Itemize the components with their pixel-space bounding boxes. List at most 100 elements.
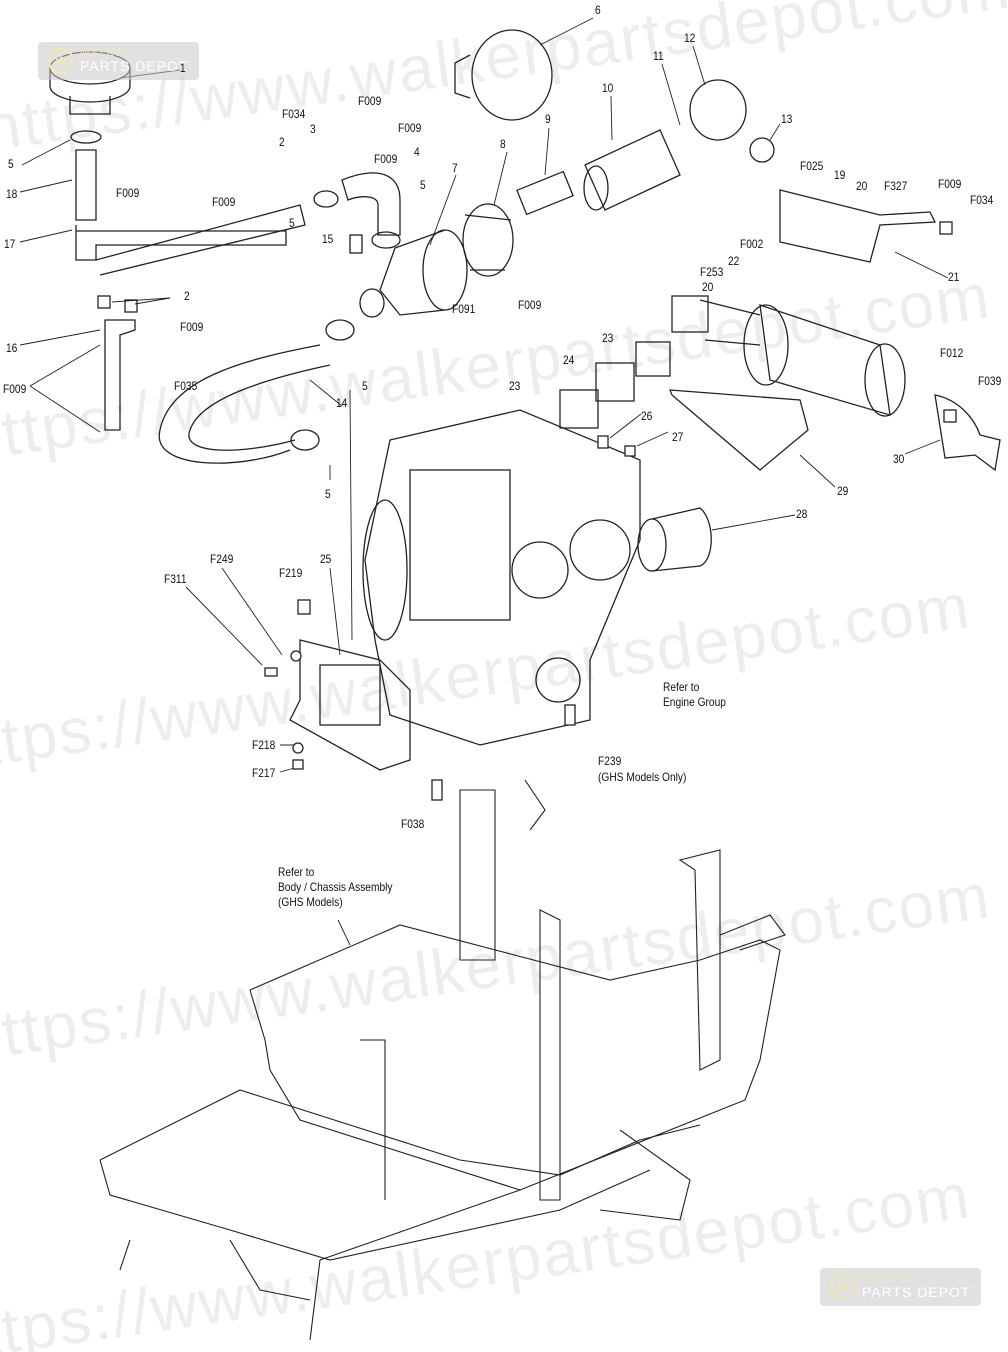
fasteners bbox=[264, 221, 957, 801]
callout: 17 bbox=[4, 237, 16, 251]
callout: 16 bbox=[6, 341, 18, 355]
callout: F034 bbox=[970, 193, 994, 207]
callout: 14 bbox=[336, 396, 348, 410]
logo-line1: WALKER bbox=[80, 47, 134, 59]
callout: 2 bbox=[279, 135, 285, 149]
callout: F239 bbox=[598, 754, 622, 768]
ghs-only-note: (GHS Models Only) bbox=[598, 770, 687, 784]
callout: F327 bbox=[884, 179, 908, 193]
exhaust-tip bbox=[934, 394, 1001, 472]
callout: F009 bbox=[518, 298, 542, 312]
callout: 26 bbox=[641, 409, 653, 423]
callout: F091 bbox=[452, 302, 476, 316]
callout: F249 bbox=[210, 552, 234, 566]
breather-tube bbox=[75, 149, 306, 276]
callout: F002 bbox=[740, 237, 764, 251]
logo-mark-icon: W bbox=[48, 48, 74, 74]
callout: F009 bbox=[374, 152, 398, 166]
filter-element bbox=[583, 129, 681, 211]
muffler bbox=[699, 299, 906, 417]
muffler-bracket bbox=[779, 189, 937, 263]
callout: 5 bbox=[325, 487, 331, 501]
callout: 20 bbox=[702, 280, 714, 294]
pre-cleaner bbox=[516, 170, 574, 216]
engine bbox=[362, 409, 641, 746]
callout: 5 bbox=[8, 157, 14, 171]
callout: 5 bbox=[362, 379, 368, 393]
gaskets bbox=[559, 295, 709, 429]
logo-line1: WALKER bbox=[862, 1273, 916, 1285]
callout: 19 bbox=[834, 168, 846, 182]
callout: 6 bbox=[595, 3, 601, 17]
callout: 2 bbox=[184, 289, 190, 303]
callout: 5 bbox=[289, 216, 295, 230]
callout: F218 bbox=[252, 738, 276, 752]
bracket bbox=[97, 295, 138, 431]
callout: 15 bbox=[322, 232, 334, 246]
callout: F035 bbox=[174, 379, 198, 393]
callout: 22 bbox=[728, 254, 740, 268]
elbow-hose bbox=[341, 172, 401, 236]
callout: F009 bbox=[358, 94, 382, 108]
callout: 1 bbox=[180, 61, 186, 75]
note-line: Refer to bbox=[663, 680, 700, 694]
callout: 24 bbox=[563, 353, 575, 367]
callout: F009 bbox=[3, 382, 27, 396]
callout: F039 bbox=[978, 374, 1002, 388]
callout: 11 bbox=[653, 49, 664, 63]
callout: 30 bbox=[893, 452, 905, 466]
callout: F009 bbox=[212, 195, 236, 209]
callout: 9 bbox=[545, 112, 551, 126]
callout: 12 bbox=[684, 31, 696, 45]
callout: F034 bbox=[282, 107, 306, 121]
note-line: Refer to bbox=[278, 865, 315, 879]
callout: 18 bbox=[6, 187, 18, 201]
hose-clamp bbox=[70, 130, 102, 144]
logo-mark-icon: W bbox=[830, 1274, 856, 1300]
callout: F311 bbox=[164, 572, 187, 586]
engine-group-note: Refer to Engine Group bbox=[663, 680, 726, 710]
callout: 10 bbox=[602, 81, 614, 95]
note-line: Engine Group bbox=[663, 695, 726, 709]
callout: F217 bbox=[252, 766, 276, 780]
logo-line2: PARTS DEPOT bbox=[862, 1283, 971, 1300]
hose-clamp bbox=[290, 190, 401, 451]
callout: F009 bbox=[398, 121, 422, 135]
oil-filter bbox=[637, 507, 712, 572]
callout: 4 bbox=[414, 145, 420, 159]
callout: 29 bbox=[837, 484, 849, 498]
callout: 20 bbox=[856, 179, 868, 193]
callout: 23 bbox=[602, 331, 614, 345]
callout: 13 bbox=[781, 112, 793, 126]
callout: F253 bbox=[700, 265, 724, 279]
callout: 23 bbox=[509, 379, 521, 393]
callout: 7 bbox=[452, 161, 458, 175]
callout: 27 bbox=[672, 430, 684, 444]
leader-lines bbox=[19, 17, 949, 946]
callout: F038 bbox=[401, 817, 425, 831]
callout: 25 bbox=[320, 552, 332, 566]
callout: 28 bbox=[796, 507, 808, 521]
engine-mount-bracket bbox=[289, 639, 411, 771]
chassis-frame bbox=[99, 779, 786, 1341]
mount-band bbox=[462, 203, 514, 277]
callout: F009 bbox=[116, 186, 140, 200]
callout: 5 bbox=[420, 178, 426, 192]
callout: F009 bbox=[180, 320, 204, 334]
heat-shield bbox=[669, 389, 809, 471]
callout: 3 bbox=[310, 122, 316, 136]
callout: F009 bbox=[938, 177, 962, 191]
intake-hose bbox=[158, 344, 331, 464]
callout: 8 bbox=[500, 137, 506, 151]
callout: 21 bbox=[948, 270, 960, 284]
callout: F219 bbox=[279, 566, 303, 580]
air-cleaner-housing bbox=[454, 29, 553, 121]
air-cleaner bbox=[359, 229, 468, 318]
chassis-note: Refer to Body / Chassis Assembly (GHS Mo… bbox=[278, 865, 393, 910]
callout: F012 bbox=[940, 346, 964, 360]
note-line: Body / Chassis Assembly bbox=[278, 880, 393, 894]
